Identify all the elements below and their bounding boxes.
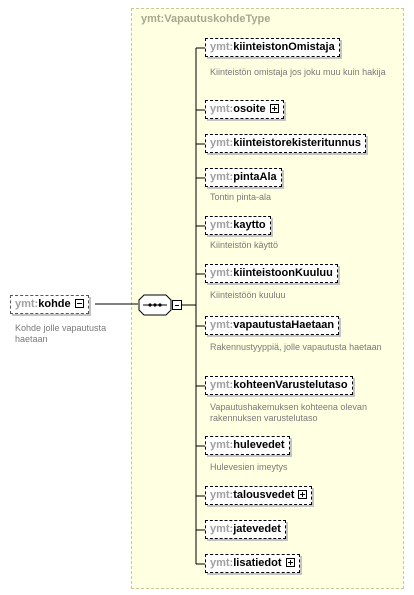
namespace-prefix: ymt: bbox=[15, 298, 39, 310]
element-name: kiinteistorekisteritunnus bbox=[233, 137, 361, 149]
expand-icon[interactable] bbox=[298, 489, 308, 499]
child-description: Rakennustyyppiä, jolle vapautusta haetaa… bbox=[210, 342, 382, 352]
child-element-kohteenVarustelutaso[interactable]: ymt:kohteenVarustelutaso bbox=[205, 376, 353, 395]
namespace-prefix: ymt: bbox=[210, 171, 234, 183]
element-name: kiinteistoonKuuluu bbox=[233, 267, 333, 279]
expand-icon[interactable] bbox=[285, 557, 295, 567]
namespace-prefix: ymt: bbox=[210, 379, 234, 391]
child-description: Tontin pinta-ala bbox=[210, 192, 272, 202]
sequence-collapse-icon[interactable] bbox=[172, 300, 182, 310]
child-element-kiinteistoonKuuluu[interactable]: ymt:kiinteistoonKuuluu bbox=[205, 264, 338, 283]
namespace-prefix: ymt: bbox=[210, 523, 234, 535]
sequence-compositor-icon[interactable] bbox=[138, 294, 172, 316]
child-element-kaytto[interactable]: ymt:kaytto bbox=[205, 216, 271, 235]
namespace-prefix: ymt: bbox=[210, 439, 234, 451]
namespace-prefix: ymt: bbox=[210, 41, 234, 53]
namespace-prefix: ymt: bbox=[210, 489, 234, 501]
child-element-vapautustaHaetaan[interactable]: ymt:vapautustaHaetaan bbox=[205, 316, 340, 335]
namespace-prefix: ymt: bbox=[210, 219, 234, 231]
child-description: Kiinteistön käyttö bbox=[210, 240, 279, 250]
child-description: Vapautushakemuksen kohteena olevan raken… bbox=[210, 402, 367, 423]
child-element-osoite[interactable]: ymt:osoite bbox=[205, 100, 284, 119]
namespace-prefix: ymt: bbox=[210, 103, 234, 115]
element-name: kohde bbox=[38, 298, 71, 310]
root-element-kohde[interactable]: ymt:kohde bbox=[10, 295, 89, 314]
type-title: ymt:VapautuskohdeType bbox=[141, 13, 271, 25]
element-name: kohteenVarustelutaso bbox=[233, 379, 348, 391]
child-description: Kiinteistöön kuuluu bbox=[210, 290, 286, 300]
child-element-lisatiedot[interactable]: ymt:lisatiedot bbox=[205, 554, 300, 573]
child-element-talousvedet[interactable]: ymt:talousvedet bbox=[205, 486, 313, 505]
element-name: vapautustaHaetaan bbox=[233, 319, 335, 331]
element-name: osoite bbox=[233, 103, 266, 115]
root-description: Kohde jolle vapautusta haetaan bbox=[15, 323, 107, 344]
element-name: pintaAla bbox=[233, 171, 277, 183]
child-element-kiinteistorekisteritunnus[interactable]: ymt:kiinteistorekisteritunnus bbox=[205, 134, 366, 153]
namespace-prefix: ymt: bbox=[210, 267, 234, 279]
element-name: kiinteistonOmistaja bbox=[233, 41, 335, 53]
child-description: Kiinteistön omistaja jos joku muu kuin h… bbox=[210, 67, 386, 77]
namespace-prefix: ymt: bbox=[210, 137, 234, 149]
child-element-kiinteistonOmistaja[interactable]: ymt:kiinteistonOmistaja bbox=[205, 38, 340, 57]
child-description: Hulevesien imeytys bbox=[210, 462, 288, 472]
namespace-prefix: ymt: bbox=[210, 319, 234, 331]
element-name: talousvedet bbox=[233, 489, 295, 501]
child-element-pintaAla[interactable]: ymt:pintaAla bbox=[205, 168, 282, 187]
child-element-jatevedet[interactable]: ymt:jatevedet bbox=[205, 520, 286, 539]
child-element-hulevedet[interactable]: ymt:hulevedet bbox=[205, 436, 290, 455]
element-name: lisatiedot bbox=[233, 557, 282, 569]
expand-icon[interactable] bbox=[269, 103, 279, 113]
element-name: kaytto bbox=[233, 219, 266, 231]
element-name: jatevedet bbox=[233, 523, 281, 535]
collapse-icon[interactable] bbox=[74, 298, 84, 308]
namespace-prefix: ymt: bbox=[210, 557, 234, 569]
element-name: hulevedet bbox=[233, 439, 285, 451]
